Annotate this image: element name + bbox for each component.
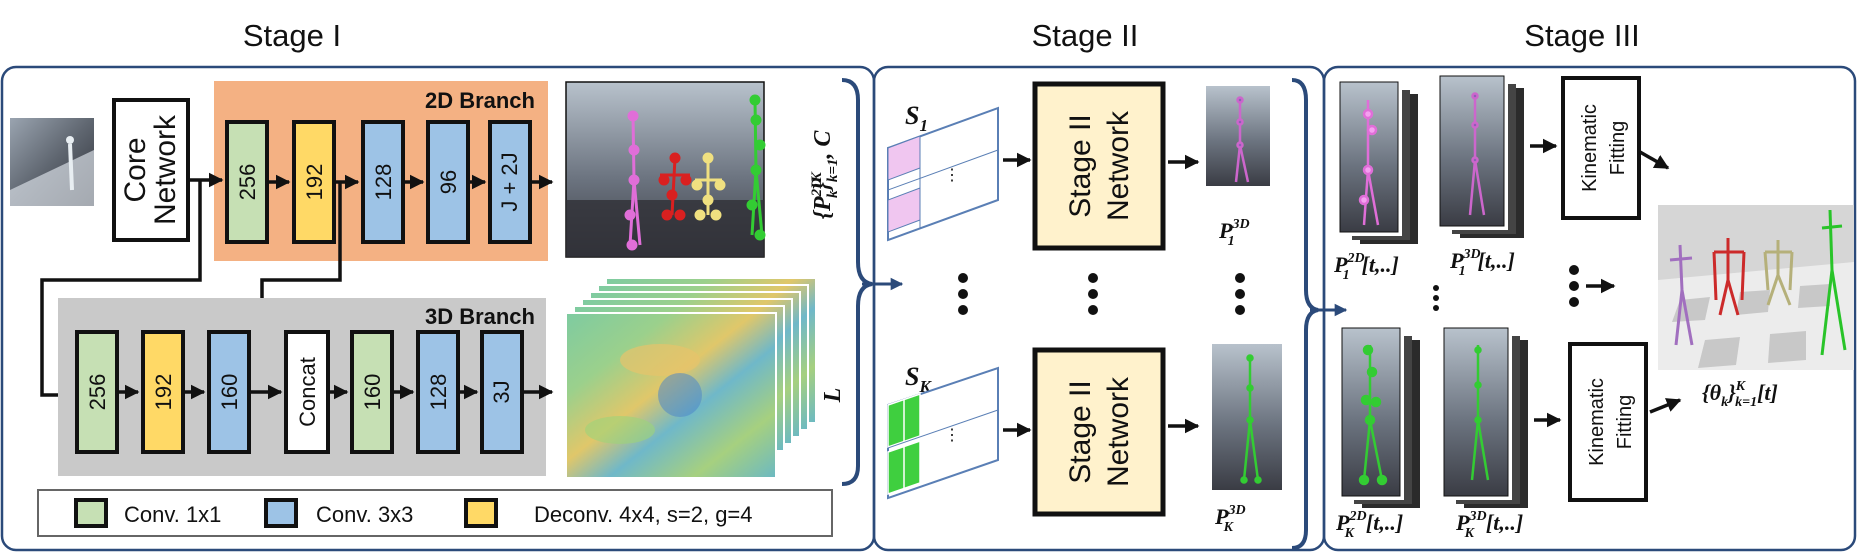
stage3-3d-stack-1: [1439, 75, 1524, 238]
input-image: [10, 118, 94, 206]
skeleton-pink: [624, 110, 642, 251]
output-2d-label: {P2Dk}Kk=1, C: [809, 130, 841, 220]
stage2-brace: [1291, 78, 1319, 550]
stage2-output-1-image: [1206, 86, 1270, 186]
svg-text:Kinematic: Kinematic: [1579, 104, 1601, 192]
stage2-output-K-image: [1212, 344, 1282, 490]
svg-text:Fitting: Fitting: [1607, 121, 1629, 175]
stage3-2d-stack-1: [1339, 81, 1418, 244]
result-skeleton-green: [1820, 209, 1847, 356]
legend-swatch-deconv: [464, 498, 498, 528]
stage2-ellipsis: [958, 273, 1245, 315]
svg-text:128: 128: [371, 164, 396, 201]
branch-3d-block-3: Concat: [284, 330, 330, 454]
result-skeleton-red: [1712, 238, 1746, 316]
stage2-input-1-label: S1: [905, 101, 928, 135]
branch-3d-block-2: 160: [207, 330, 251, 454]
output-3d-heatmaps: [565, 277, 817, 479]
core-network-label-2: Network: [149, 114, 182, 225]
stage2-network-K: Stage II Network: [1032, 347, 1166, 517]
stage3-3d-stack-K: [1443, 327, 1528, 508]
svg-text:192: 192: [302, 164, 327, 201]
svg-text:3J: 3J: [489, 380, 514, 403]
stage1-title: Stage I: [243, 18, 341, 53]
output-3d-label: L: [820, 388, 846, 404]
stage3-2d-stack-K: [1341, 327, 1420, 508]
svg-text:192: 192: [151, 374, 176, 411]
result-skeleton-tan: [1763, 240, 1794, 306]
svg-text:Network: Network: [1102, 110, 1135, 221]
branch-2d-block-0: 256: [225, 120, 269, 244]
kinematic-1-to-result-arrow: [1639, 150, 1670, 170]
svg-text:96: 96: [436, 170, 461, 194]
stage3-ellipsis: [1433, 265, 1579, 311]
svg-text:{P2Dk}Kk=1, C: {P2Dk}Kk=1, C: [809, 130, 841, 220]
branch-3d-block-6: 3J: [480, 330, 524, 454]
svg-text:J + 2J: J + 2J: [497, 152, 522, 211]
result-render: [1658, 205, 1854, 370]
core-network-block: Core Network: [112, 98, 190, 242]
branch-3d-block-0: 256: [75, 330, 119, 454]
svg-text:Fitting: Fitting: [1614, 395, 1636, 449]
branch-2d-arrows: [188, 172, 554, 190]
svg-text:Concat: Concat: [295, 357, 320, 427]
kinematic-K-to-result-arrow: [1649, 398, 1682, 414]
svg-text:128: 128: [426, 374, 451, 411]
legend-label-conv1x1: Conv. 1x1: [124, 502, 221, 527]
branch-3d-block-5: 128: [416, 330, 460, 454]
branch-2d-block-4: J + 2J: [488, 120, 532, 244]
kinematic-fitting-K: Kinematic Fitting: [1568, 342, 1648, 502]
legend: Conv. 1x1 Conv. 3x3 Deconv. 4x4, s=2, g=…: [37, 489, 833, 537]
svg-text:Stage II: Stage II: [1064, 380, 1097, 483]
kinematic-fitting-1: Kinematic Fitting: [1561, 76, 1641, 220]
svg-text:256: 256: [235, 164, 260, 201]
branch-3d-title: 3D Branch: [425, 304, 535, 329]
svg-text:160: 160: [360, 374, 385, 411]
stage2-input-1-matrix: ⋮: [887, 106, 999, 242]
svg-text:Network: Network: [1102, 376, 1135, 487]
stage2-title: Stage II: [1032, 18, 1139, 53]
svg-text:⋮: ⋮: [944, 167, 960, 184]
stage3-title: Stage III: [1524, 18, 1639, 53]
svg-text:256: 256: [85, 374, 110, 411]
stage2-input-K-matrix: ⋮: [887, 366, 999, 500]
branch-2d-block-2: 128: [361, 120, 405, 244]
core-network-label-1: Core: [119, 137, 152, 202]
output-2d-image: [565, 81, 766, 258]
svg-text:Kinematic: Kinematic: [1586, 378, 1608, 466]
result-skeleton-purple: [1669, 244, 1694, 346]
svg-text:⋮: ⋮: [944, 427, 960, 444]
legend-swatch-conv3x3: [264, 498, 298, 528]
stage1-brace: [841, 78, 873, 486]
svg-text:160: 160: [217, 374, 242, 411]
branch-2d-block-3: 96: [426, 120, 470, 244]
branch-3d-block-4: 160: [350, 330, 394, 454]
branch-3d-block-1: 192: [141, 330, 185, 454]
legend-swatch-conv1x1: [74, 498, 108, 528]
skeleton-yellow: [691, 152, 726, 221]
skeleton-green: [746, 94, 766, 241]
branch-2d-block-1: 192: [292, 120, 336, 244]
legend-label-deconv: Deconv. 4x4, s=2, g=4: [534, 502, 753, 527]
stage2-network-1: Stage II Network: [1032, 81, 1166, 251]
skeleton-red: [658, 152, 692, 221]
legend-label-conv3x3: Conv. 3x3: [316, 502, 413, 527]
branch-2d-title: 2D Branch: [425, 88, 535, 113]
svg-text:Stage II: Stage II: [1064, 114, 1097, 217]
